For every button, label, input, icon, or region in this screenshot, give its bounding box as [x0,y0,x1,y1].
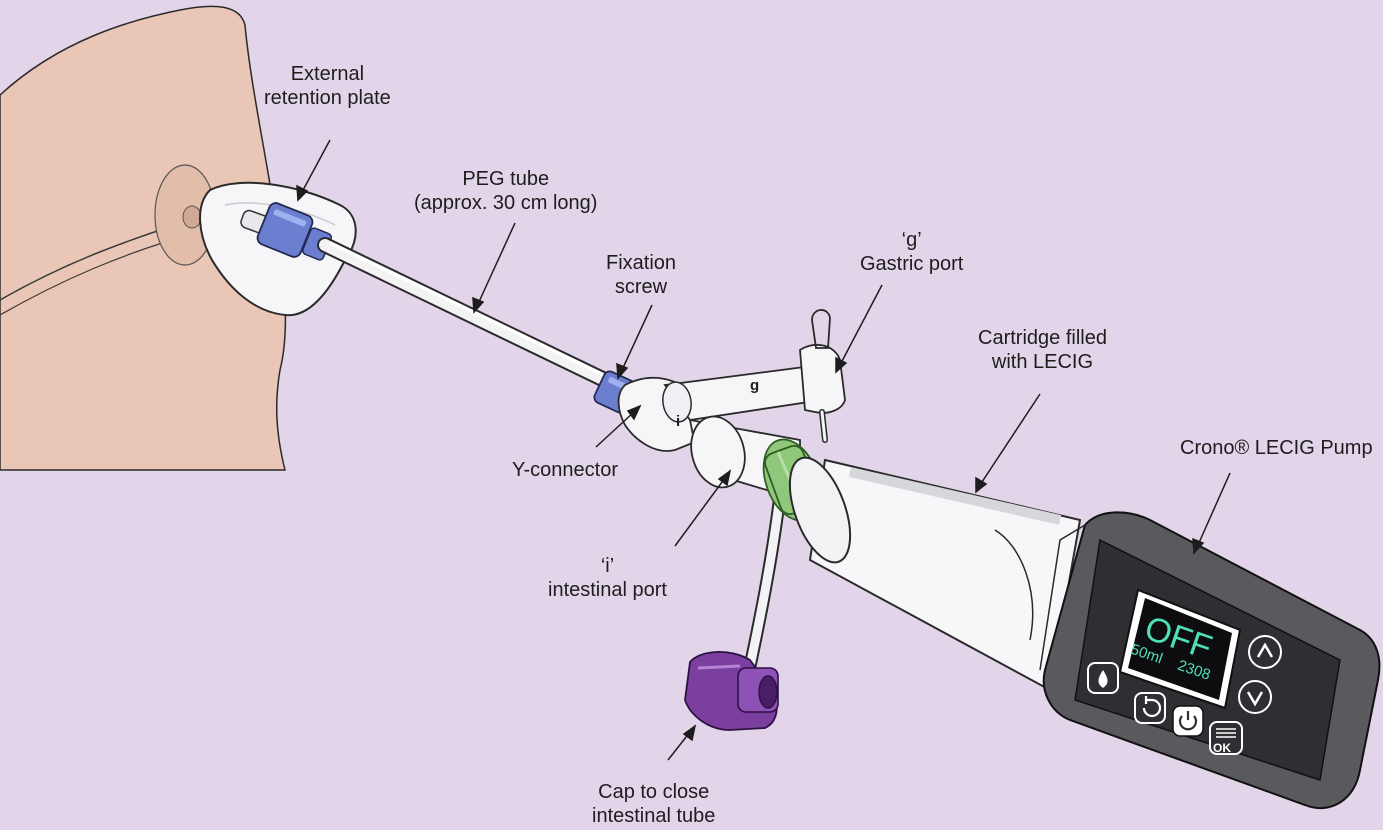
label-gastric-port-line1: ‘g’ [860,228,963,252]
label-cartridge-line2: with LECIG [978,350,1107,374]
label-cartridge-line1: Cartridge filled [978,326,1107,350]
label-gastric-port-line2: Gastric port [860,252,963,276]
label-intestinal-port-line1: ‘i’ [548,554,667,578]
label-pump: Crono® LECIG Pump [1180,436,1373,460]
label-fixation-screw: Fixation screw [606,251,676,299]
cap [685,652,778,730]
label-gastric-port: ‘g’ Gastric port [860,228,963,276]
label-retention-plate-line1: External [264,62,391,86]
label-cap-line2: intestinal tube [592,804,715,828]
label-retention-plate-line2: retention plate [264,86,391,110]
intestinal-port-mark: i [676,410,680,434]
label-cap: Cap to close intestinal tube [592,780,715,828]
ok-button-label[interactable]: OK [1213,736,1231,760]
peg-tube [325,243,615,385]
label-peg-tube-line2: (approx. 30 cm long) [414,191,597,215]
label-intestinal-port: ‘i’ intestinal port [548,554,667,602]
label-cap-line1: Cap to close [592,780,715,804]
label-fixation-screw-line1: Fixation [606,251,676,275]
cartridge [778,450,1080,690]
label-cartridge: Cartridge filled with LECIG [978,326,1107,374]
label-fixation-screw-line2: screw [606,275,676,299]
label-peg-tube-line1: PEG tube [414,167,597,191]
label-peg-tube: PEG tube (approx. 30 cm long) [414,167,597,215]
gastric-port-mark: g [750,374,759,398]
label-y-connector: Y-connector [512,458,618,482]
label-retention-plate: External retention plate [264,62,391,110]
label-intestinal-port-line2: intestinal port [548,578,667,602]
